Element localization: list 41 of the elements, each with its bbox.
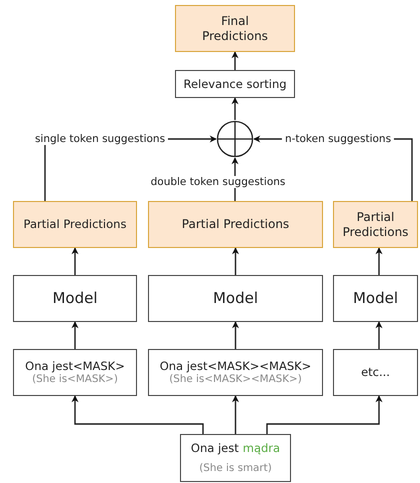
box-label: Ona jest (190, 440, 239, 456)
box-label: Model (52, 289, 98, 308)
arrow (376, 247, 382, 275)
translation-text: (She is smart) (198, 462, 273, 476)
arrow (232, 51, 238, 70)
arrow (72, 247, 78, 275)
process-box (13, 275, 137, 322)
translation-text: (She is<MASK>) (32, 373, 118, 386)
arrow (232, 247, 239, 275)
arrow (376, 321, 382, 349)
arrow (72, 395, 204, 434)
box-label: Ona jest<MASK> (25, 358, 125, 374)
box-label: Partial Predictions (182, 217, 290, 232)
arrow (266, 395, 382, 434)
box-label: Model (212, 289, 258, 308)
translation-text: (She is<MASK><MASK>) (169, 373, 302, 386)
output-box (175, 5, 295, 52)
process-box (333, 349, 418, 396)
arrow (232, 395, 239, 434)
box-label: Ona jest<MASK><MASK> (160, 358, 312, 374)
arrow (232, 97, 238, 120)
box-label: Relevance sorting (183, 76, 287, 92)
box-label: Partial Predictions (342, 210, 410, 240)
output-box (148, 201, 323, 248)
output-box (13, 201, 137, 248)
process-box (13, 349, 137, 396)
highlighted-word: mądra (242, 440, 280, 456)
box-label: Final Predictions (201, 14, 269, 44)
box-label: Partial Predictions (24, 217, 126, 232)
edge-label: n-token suggestions (282, 133, 394, 145)
summing-junction (216, 120, 254, 158)
process-box (175, 70, 295, 98)
process-box (148, 275, 323, 322)
arrow (72, 321, 78, 349)
box-label: etc... (361, 365, 390, 380)
output-box (333, 201, 418, 248)
process-box (333, 275, 418, 322)
arrow (232, 321, 239, 349)
box-label: Model (352, 289, 398, 308)
process-box (180, 434, 291, 482)
process-box (148, 349, 323, 396)
